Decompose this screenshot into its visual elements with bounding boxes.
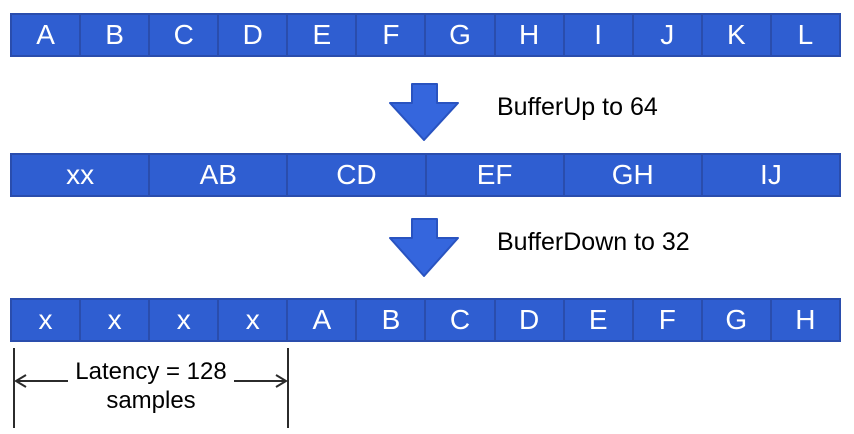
buffer-cell: D [219, 15, 287, 55]
buffer-cell: B [357, 300, 425, 340]
buffer-cell: H [495, 15, 563, 55]
buffer-cell: C [426, 300, 494, 340]
latency-label-line1: Latency = 128 [75, 358, 227, 385]
buffer-cell: x [219, 300, 287, 340]
buffer-cell: G [702, 300, 770, 340]
latency-label: Latency = 128 samples [14, 357, 288, 415]
buffer-cell: L [771, 15, 839, 55]
buffer-cell: AB [150, 155, 287, 195]
buffer-cell: J [633, 15, 701, 55]
bufferup-step-label: BufferUp to 64 [497, 93, 658, 121]
bufferdown-step-label: BufferDown to 32 [497, 228, 690, 256]
buffer-cell: x [12, 300, 80, 340]
buffer-cell: x [150, 300, 218, 340]
buffer-cell: A [12, 15, 80, 55]
buffer-cell: GH [564, 155, 701, 195]
buffer-cell: F [633, 300, 701, 340]
down-arrow-icon [389, 218, 459, 282]
latency-label-line2: samples [106, 387, 196, 414]
buffer-cell: EF [426, 155, 563, 195]
down-arrow-icon [389, 83, 459, 146]
buffer-cell: E [564, 300, 632, 340]
buffer-cell: A [288, 300, 356, 340]
latency-extent-arrows [13, 348, 289, 428]
buffer-cell: C [150, 15, 218, 55]
buffer-cell: G [426, 15, 494, 55]
buffer-cell: K [702, 15, 770, 55]
buffer-cell: CD [288, 155, 425, 195]
buffer-cell: IJ [702, 155, 840, 195]
buffer-cell: H [771, 300, 839, 340]
buffer-cell: x [81, 300, 149, 340]
buffer-cell: D [495, 300, 563, 340]
buffer-cell: F [357, 15, 425, 55]
buffer-cell: E [288, 15, 356, 55]
buffer-cell: B [81, 15, 149, 55]
buffer-cell: xx [12, 155, 149, 195]
buffer-cell: I [564, 15, 632, 55]
